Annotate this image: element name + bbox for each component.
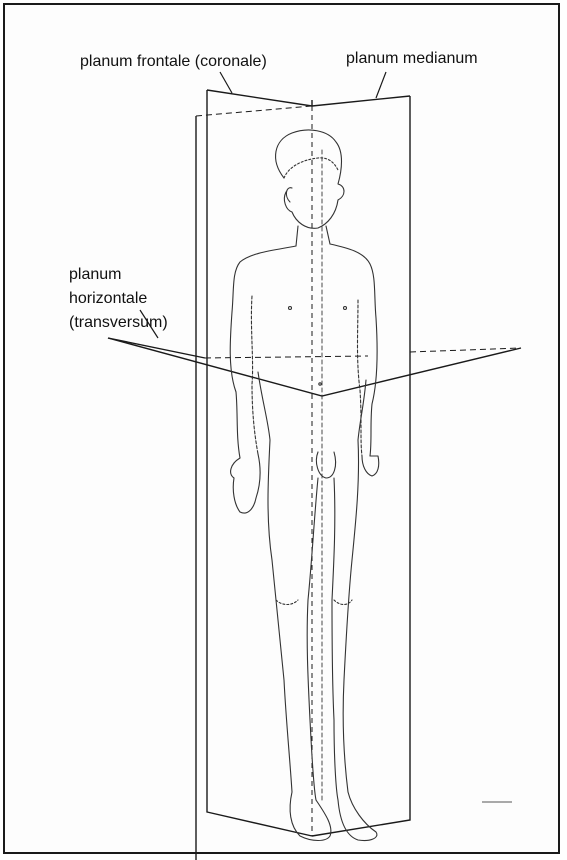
label-horizontal-line-3: (transversum): [69, 311, 168, 335]
median-plane: [196, 96, 410, 860]
label-horizontal-line-2: horizontale: [69, 287, 168, 311]
horizontal-plane: [108, 338, 521, 396]
label-horizontal-plane: planum horizontale (transversum): [69, 263, 168, 335]
label-horizontal-line-1: planum: [69, 263, 168, 287]
label-median-plane: planum medianum: [346, 48, 478, 70]
leader-lines: [140, 72, 386, 338]
label-frontal-plane: planum frontale (coronale): [80, 51, 267, 73]
human-figure: [230, 130, 379, 841]
